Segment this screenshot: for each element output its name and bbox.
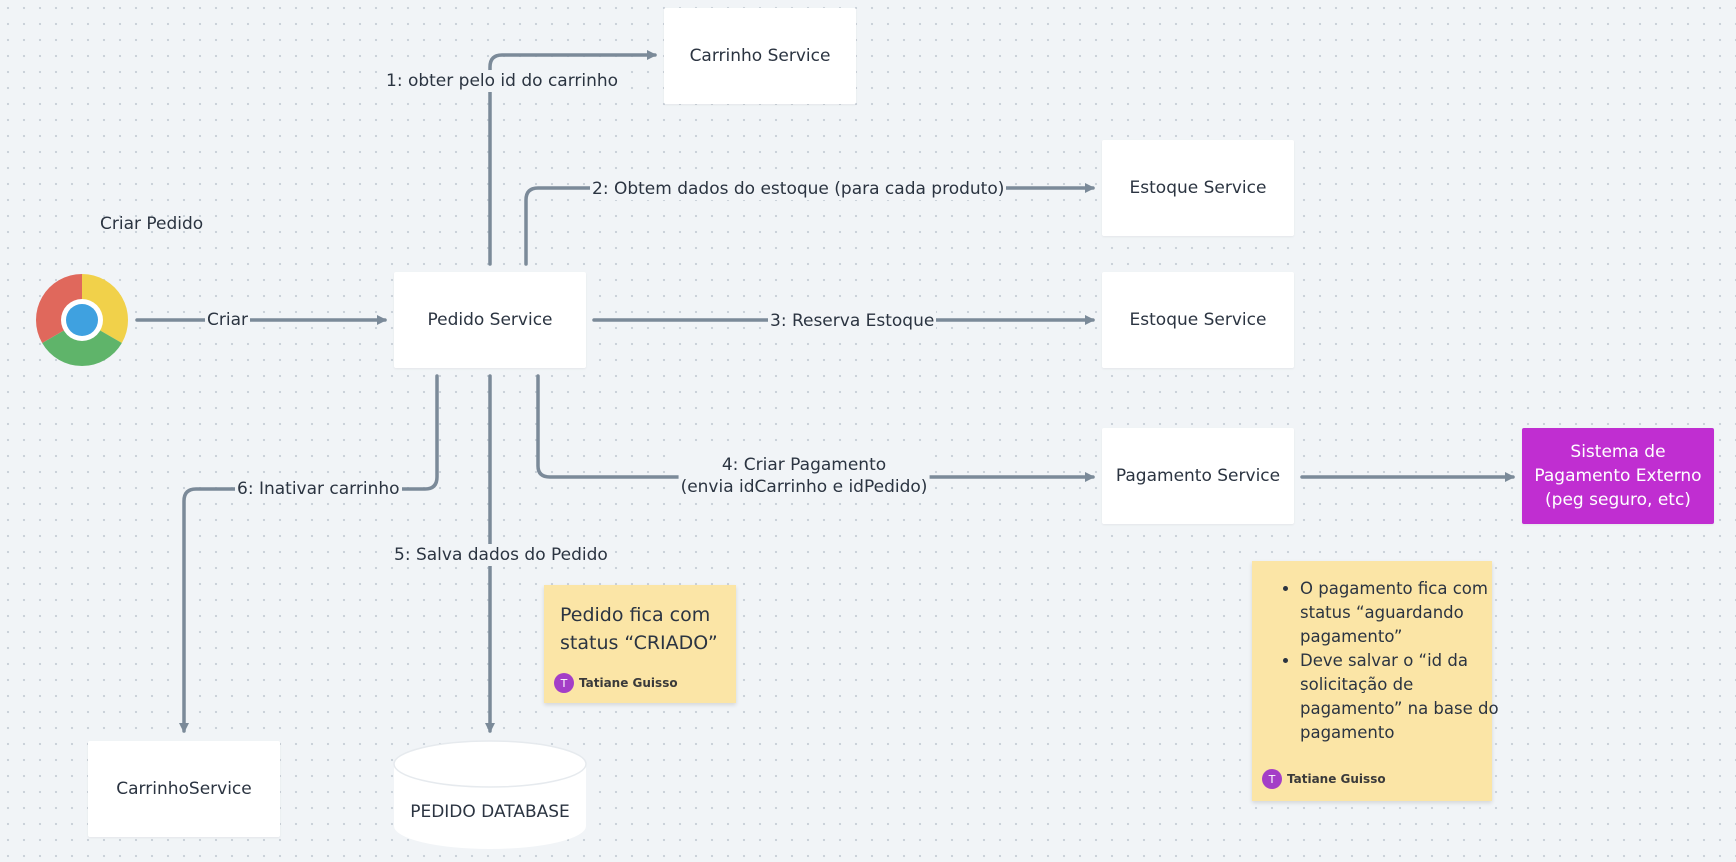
edge-label-criar: Criar — [205, 309, 250, 331]
database-cylinder-icon — [393, 740, 587, 849]
sticky-note-pagamento[interactable]: O pagamento fica com status “aguardando … — [1252, 561, 1499, 801]
estoque-service-node-2[interactable]: Estoque Service — [1102, 272, 1294, 368]
edge-label-5: 5: Salva dados do Pedido — [392, 544, 610, 566]
carrinho-service-node[interactable]: Carrinho Service — [664, 8, 856, 104]
diagram-title: Criar Pedido — [100, 214, 204, 234]
avatar: T — [1262, 769, 1282, 789]
edge-label-4-line1: 4: Criar Pagamento — [721, 455, 887, 475]
list-item: O pagamento fica com status “aguardando … — [1300, 577, 1500, 649]
list-item: Deve salvar o “id da solicitação de paga… — [1300, 649, 1500, 745]
estoque-service-node-1[interactable]: Estoque Service — [1102, 140, 1294, 236]
edge-label-2: 2: Obtem dados do estoque (para cada pro… — [590, 178, 1007, 200]
sticky-note-pedido-status[interactable]: Pedido fica com status “CRIADO” T Tatian… — [544, 585, 736, 703]
edge-label-6: 6: Inativar carrinho — [235, 478, 402, 500]
edge-1-obter-carrinho — [488, 50, 657, 266]
pedido-database-node[interactable]: PEDIDO DATABASE — [393, 740, 587, 850]
avatar: T — [554, 673, 574, 693]
edge-label-4-line2: (envia idCarrinho e idPedido) — [680, 477, 928, 497]
sticky-note-text: Pedido fica com status “CRIADO” — [560, 604, 718, 654]
database-label: PEDIDO DATABASE — [410, 802, 570, 822]
sticky-note-author: T Tatiane Guisso — [554, 673, 678, 693]
edge-label-4: 4: Criar Pagamento (envia idCarrinho e i… — [678, 454, 930, 498]
pedido-service-node[interactable]: Pedido Service — [394, 272, 586, 368]
edge-4-criar-pagamento — [536, 374, 1095, 482]
author-name: Tatiane Guisso — [579, 676, 678, 690]
sistema-pagamento-externo-node[interactable]: Sistema de Pagamento Externo (peg seguro… — [1522, 428, 1714, 524]
chrome-browser-icon — [35, 274, 129, 367]
carrinho-service-bottom-node[interactable]: CarrinhoService — [88, 741, 280, 837]
edge-label-3: 3: Reserva Estoque — [768, 310, 937, 332]
pagamento-service-node[interactable]: Pagamento Service — [1102, 428, 1294, 524]
edge-label-1: 1: obter pelo id do carrinho — [384, 70, 621, 92]
author-name: Tatiane Guisso — [1287, 772, 1386, 786]
edge-2-obtem-estoque — [524, 183, 1095, 266]
sticky-note-author: T Tatiane Guisso — [1262, 769, 1386, 789]
sticky-note-list: O pagamento fica com status “aguardando … — [1276, 577, 1500, 745]
